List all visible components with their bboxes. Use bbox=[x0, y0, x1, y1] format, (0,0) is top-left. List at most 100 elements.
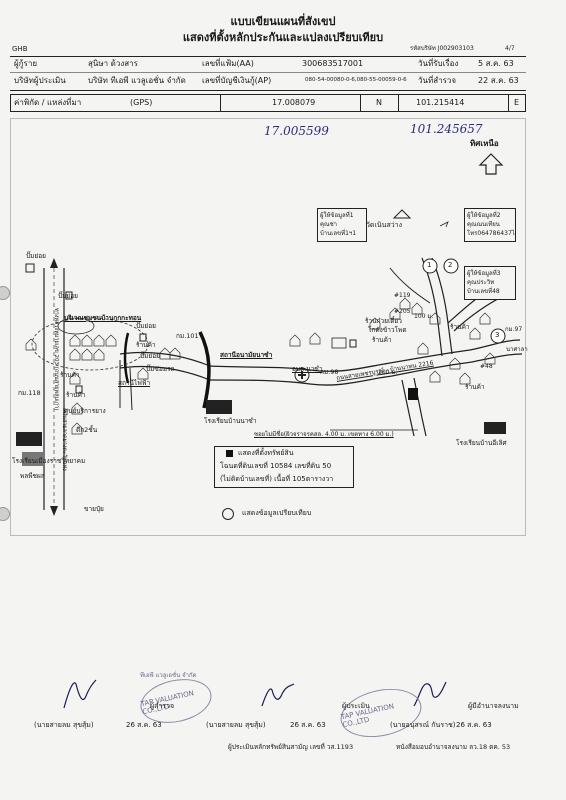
provider-number: 2 bbox=[448, 261, 453, 269]
divider bbox=[10, 72, 526, 73]
road-edge bbox=[413, 377, 427, 437]
map-label: ปั๊มซ่อมรถ bbox=[146, 365, 175, 373]
n-label: N bbox=[376, 98, 382, 107]
map-label: นาศาลา bbox=[506, 346, 528, 353]
hospital-icon bbox=[294, 367, 310, 383]
map-label: ปั๊มย่อย bbox=[136, 322, 156, 330]
approver-name: (นายอนุสรณ์ กันราช) bbox=[390, 721, 456, 729]
lat-value: 17.008079 bbox=[272, 98, 316, 107]
map-label: ศูนย์บริการยาง bbox=[64, 407, 106, 415]
map-label: โรงเรียนบ้านอีเลิศ bbox=[456, 439, 507, 447]
map-label: โรงเรียนบ้านนาซำ bbox=[204, 417, 257, 425]
doc-subtitle: แสดงที่ตั้งหลักประกันและแปลงเปรียบเทียบ bbox=[182, 31, 384, 44]
north-label: ทิศเหนือ bbox=[470, 139, 499, 148]
provider-marker bbox=[422, 258, 438, 274]
signature-surveyor bbox=[63, 679, 97, 709]
surveyor-label: ผู้สำรวจ bbox=[150, 702, 175, 710]
bridge-mark bbox=[123, 332, 130, 384]
map-label: บริเวณชุมชนบ้านกกกะทอน bbox=[64, 314, 142, 322]
map-label: ร้านค้า bbox=[136, 341, 156, 349]
map-label: ร้านค้า bbox=[450, 323, 470, 331]
road-edge bbox=[119, 351, 211, 367]
fuel-icon bbox=[25, 263, 35, 273]
map-label: ร้านก๋วยเตี๋ยว bbox=[365, 317, 402, 325]
provider2-box bbox=[464, 208, 516, 242]
temple-icon bbox=[392, 209, 412, 219]
map-label: อบต.นาซำ bbox=[292, 365, 323, 373]
map-label: ตึก2ชั้น bbox=[76, 426, 98, 434]
map-label: #205 bbox=[394, 308, 411, 315]
legend-house: (ไม่ติดบ้านเลขที่) เนื้อที่ 105ตารางวา bbox=[220, 475, 334, 483]
company-label: บริษัทผู้ประเมิน bbox=[14, 76, 66, 85]
approver-label: ผู้มีอำนาจลงนาม bbox=[468, 702, 519, 710]
arrow-up-icon bbox=[50, 258, 58, 268]
road-edge bbox=[389, 267, 431, 304]
leader-arrow bbox=[439, 221, 449, 228]
divider bbox=[508, 94, 509, 112]
applicant-value: สุนิษา ด้วงสาร bbox=[88, 59, 138, 68]
map-label: สถานีอนามัยนาซำ bbox=[220, 351, 273, 359]
map-label: ร้านค้า bbox=[465, 383, 485, 391]
signature-approver bbox=[413, 681, 447, 707]
received-value: 5 ส.ค. 63 bbox=[478, 59, 514, 68]
map-label: ร้านค้า bbox=[66, 391, 86, 399]
building-icon bbox=[331, 337, 347, 349]
punch-hole bbox=[0, 286, 10, 300]
fuel-icon bbox=[65, 291, 73, 300]
coord-label: ค่าพิกัด / แหล่งที่มา bbox=[14, 98, 82, 107]
map-label: โกดังข้าวโพด bbox=[368, 326, 407, 334]
license-appraiser: ผู้ประเมินหลักทรัพย์สินสามัญ เลขที่ วส.1… bbox=[228, 743, 354, 751]
legend-asset: แสดงที่ตั้งทรัพย์สิน bbox=[238, 449, 294, 457]
account-label: เลขที่บัญชีเงินกู้(AP) bbox=[202, 76, 272, 85]
e-label: E bbox=[514, 98, 520, 107]
surveyor-date: 26 ส.ค. 63 bbox=[126, 721, 162, 729]
divider bbox=[398, 94, 399, 112]
map-label: ปั๊มย่อย bbox=[26, 252, 46, 260]
temple-label: วัดเนินสว่าง bbox=[366, 221, 402, 229]
approver-date: 26 ส.ค. 63 bbox=[456, 721, 492, 729]
handwritten-lat: 17.005599 bbox=[264, 124, 329, 138]
divider bbox=[360, 94, 361, 112]
divider bbox=[220, 94, 221, 112]
soi-note: ซอยไม่มีชื่อ(ผิวจราจรคสล. 4.00 ม. เขตทาง… bbox=[254, 431, 394, 438]
fuel-icon bbox=[75, 385, 83, 394]
appraiser-name: (นายสายลม สุขสุ้ม) bbox=[206, 721, 266, 729]
subject-property-marker bbox=[408, 388, 418, 400]
road-label: ทางหลวงหมายเลข 203 (ถนนสายหล่มเก่า) bbox=[53, 308, 59, 411]
map-label: ปั๊มย่อย bbox=[58, 292, 78, 300]
map-label: ปั๊มย่อย bbox=[140, 352, 160, 360]
page-number: 4/7 bbox=[505, 45, 515, 52]
received-label: วันที่รับเรื่อง bbox=[418, 59, 459, 68]
map-label: กม.98 bbox=[320, 368, 339, 376]
legend-deed: โฉนดที่ดินเลขที่ 10584 เลขที่ดิน 50 bbox=[220, 462, 332, 470]
map-drawing bbox=[16, 209, 523, 516]
account-value: 080-54-00080-0-6,080-55-00059-0-6 bbox=[305, 77, 407, 83]
main-road-edge bbox=[209, 339, 521, 372]
map-label: ขายปุ๋ย bbox=[84, 505, 104, 513]
coord-row bbox=[10, 94, 526, 112]
arrow-down-icon bbox=[50, 506, 58, 516]
appraiser-label: ผู้ประเมิน bbox=[342, 702, 370, 710]
doc-title: แบบเขียนแผนที่สังเขป bbox=[230, 15, 336, 28]
ref-code: รหัสบริษัท J002903103 bbox=[410, 45, 474, 52]
map-label: ร้านค้า bbox=[60, 371, 80, 379]
survey-value: 22 ส.ค. 63 bbox=[478, 76, 519, 85]
license-approver: หนังสือมอบอำนาจลงนาม ลว.18 ตค. 53 bbox=[396, 743, 511, 751]
map-label: กม.97 bbox=[505, 326, 523, 333]
compare-marker-icon bbox=[222, 508, 234, 520]
community-boundary bbox=[31, 317, 149, 371]
legend-compare: แสดงข้อมูลเปรียบเทียบ bbox=[242, 509, 312, 517]
divider bbox=[10, 90, 526, 91]
handwritten-lon: 101.245657 bbox=[410, 122, 483, 136]
road-edge bbox=[119, 365, 211, 381]
file-value: 300683517001 bbox=[302, 59, 364, 68]
map-label: 200 ม. bbox=[378, 369, 398, 376]
bridge-mark bbox=[198, 331, 211, 409]
legend-box bbox=[214, 446, 354, 488]
gps-label: (GPS) bbox=[130, 98, 153, 107]
provider-marker bbox=[490, 328, 506, 344]
lon-value: 101.215414 bbox=[416, 98, 465, 107]
